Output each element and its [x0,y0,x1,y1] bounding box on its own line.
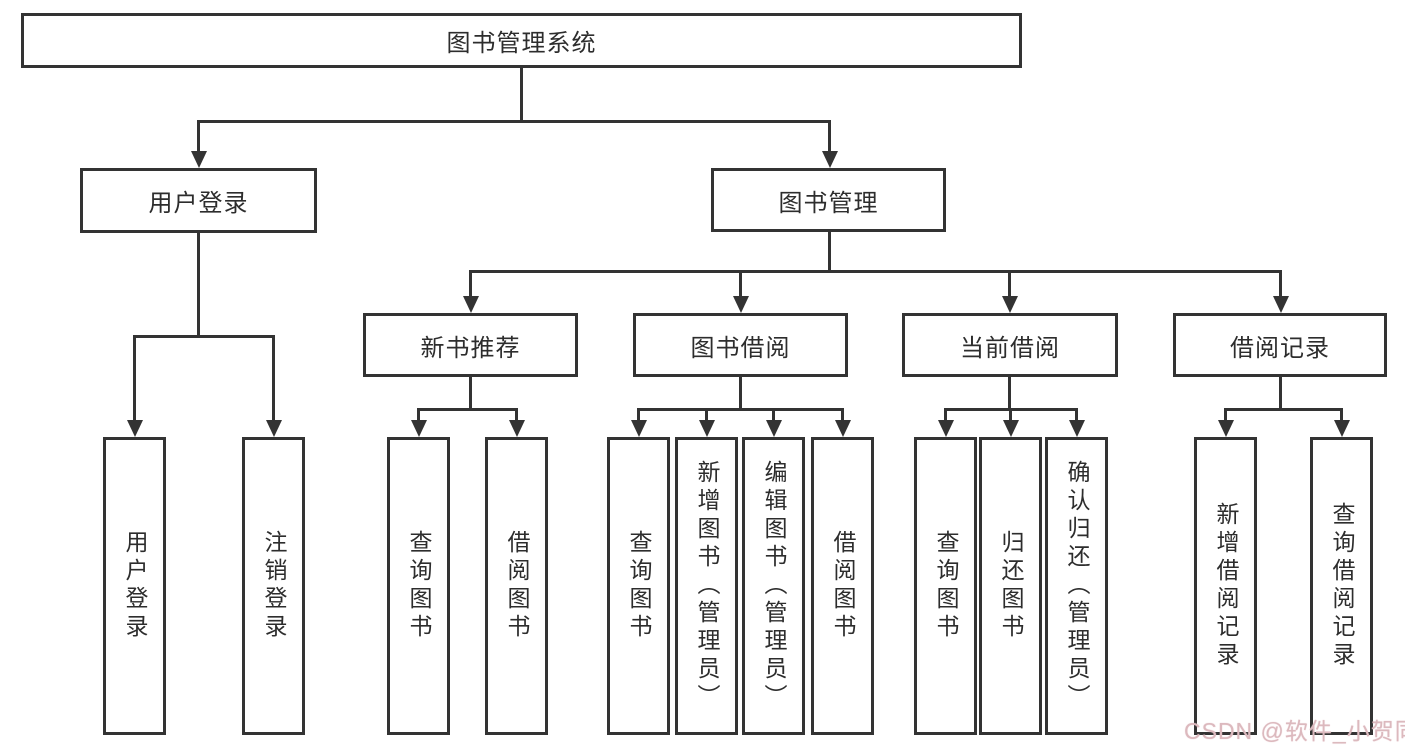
connector-line [417,408,518,411]
leaf-query-books-2: 查询图书 [607,437,670,735]
arrowhead-down-icon [698,420,715,437]
arrowhead-down-icon [462,296,479,313]
csdn-watermark: CSDN @软件_小贺同学 [1184,718,1405,744]
node-user-login: 用户登录 [80,168,317,233]
leaf-borrow-books-2: 借阅图书 [811,437,874,735]
leaf-label: 归还图书 [998,530,1024,642]
node-new-book-recommend-label: 新书推荐 [420,334,521,362]
connector-line [469,270,1282,273]
node-book-management: 图书管理 [711,168,946,232]
arrowhead-down-icon [410,420,427,437]
connector-line [197,233,200,335]
connector-line [515,408,518,420]
arrowhead-down-icon [834,420,851,437]
connector-line [828,232,831,270]
connector-line [828,120,831,153]
leaf-label: 编辑图书（管理员） [761,460,787,712]
connector-line [944,408,947,420]
leaf-query-books-3: 查询图书 [914,437,977,735]
arrowhead-down-icon [732,296,749,313]
node-root-label: 图书管理系统 [446,30,597,57]
leaf-label: 查询图书 [626,530,652,642]
connector-line [637,408,843,411]
node-book-management-label: 图书管理 [778,189,879,217]
connector-line [133,335,275,338]
arrowhead-down-icon [937,420,954,437]
node-book-borrow-label: 图书借阅 [690,334,791,362]
leaf-label: 新增借阅记录 [1213,502,1239,670]
connector-line [272,335,275,420]
leaf-query-books-1: 查询图书 [387,437,450,735]
connector-line [1224,408,1342,411]
connector-line [197,120,200,153]
arrowhead-down-icon [1002,420,1019,437]
leaf-return-books: 归还图书 [979,437,1042,735]
connector-line [1279,377,1282,408]
leaf-query-borrow-record: 查询借阅记录 [1310,437,1373,735]
node-new-book-recommend: 新书推荐 [363,313,578,377]
leaf-label: 查询图书 [406,530,432,642]
node-user-login-label: 用户登录 [148,190,249,217]
arrowhead-down-icon [1272,296,1289,313]
connector-line [133,335,136,420]
leaf-user-login: 用户登录 [103,437,166,735]
node-borrow-record-label: 借阅记录 [1230,334,1330,362]
connector-line [1224,408,1227,420]
arrowhead-down-icon [630,420,647,437]
arrowhead-down-icon [265,420,282,437]
arrowhead-down-icon [821,151,838,168]
leaf-label: 借阅图书 [504,530,530,642]
node-root: 图书管理系统 [21,13,1022,68]
connector-line [1009,408,1012,420]
leaf-borrow-books-1: 借阅图书 [485,437,548,735]
leaf-confirm-return-admin: 确认归还（管理员） [1045,437,1108,735]
connector-line [1279,270,1282,297]
connector-line [1008,377,1011,408]
node-book-borrow: 图书借阅 [633,313,848,377]
leaf-logout: 注销登录 [242,437,305,735]
connector-line [739,270,742,297]
connector-line [469,377,472,408]
leaf-label: 新增图书（管理员） [694,460,720,712]
connector-line [1340,408,1343,420]
arrowhead-down-icon [1068,420,1085,437]
connector-line [1008,270,1011,297]
arrowhead-down-icon [508,420,525,437]
arrowhead-down-icon [126,420,143,437]
leaf-label: 查询借阅记录 [1329,502,1355,670]
arrowhead-down-icon [1333,420,1350,437]
connector-line [705,408,708,420]
arrowhead-down-icon [1001,296,1018,313]
leaf-label: 注销登录 [261,530,287,642]
node-borrow-record: 借阅记录 [1173,313,1387,377]
leaf-edit-books-admin: 编辑图书（管理员） [742,437,805,735]
leaf-add-borrow-record: 新增借阅记录 [1194,437,1257,735]
node-current-borrow-label: 当前借阅 [960,334,1060,362]
arrowhead-down-icon [765,420,782,437]
connector-line [1075,408,1078,420]
connector-line [841,408,844,420]
leaf-label: 用户登录 [122,530,148,642]
arrowhead-down-icon [190,151,207,168]
connector-line [739,377,742,408]
connector-line [469,270,472,297]
node-current-borrow: 当前借阅 [902,313,1118,377]
arrowhead-down-icon [1217,420,1234,437]
connector-line [417,408,420,420]
connector-line [772,408,775,420]
leaf-add-books-admin: 新增图书（管理员） [675,437,738,735]
connector-line [197,120,831,123]
leaf-label: 确认归还（管理员） [1064,460,1090,712]
connector-line [520,68,523,122]
leaf-label: 查询图书 [933,530,959,642]
leaf-label: 借阅图书 [830,530,856,642]
connector-line [637,408,640,420]
